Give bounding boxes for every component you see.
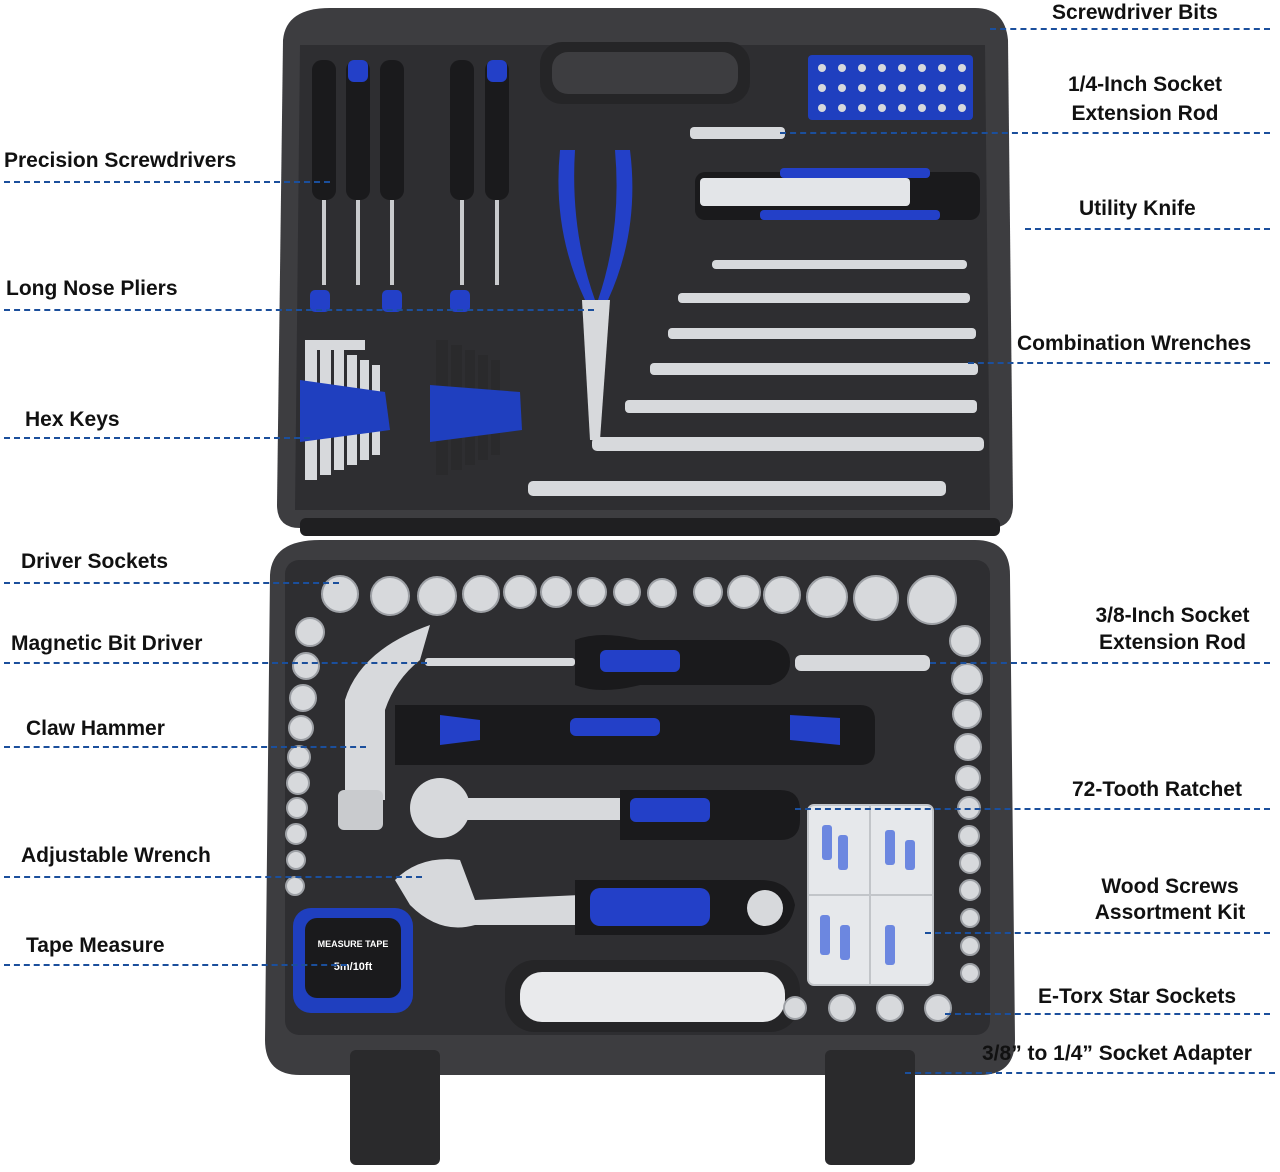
label-screwdriver-bits: Screwdriver Bits [1052, 1, 1218, 24]
wood-screws-kit [807, 804, 934, 986]
driver-sockets-left-column [285, 617, 325, 896]
label-adjustable-wrench: Adjustable Wrench [21, 844, 211, 867]
label-magnetic-bit-driver: Magnetic Bit Driver [11, 632, 203, 655]
leader-utility-knife [1025, 228, 1270, 230]
precision-screwdrivers [310, 60, 509, 312]
leader-tape-measure [4, 964, 347, 966]
ratchet [410, 778, 800, 840]
adjustable-wrench [395, 859, 795, 935]
utility-knife [695, 168, 980, 220]
label-wood-screws-kit-line2: Assortment Kit [1094, 901, 1246, 924]
label-hex-keys: Hex Keys [25, 408, 120, 431]
label-long-nose-pliers: Long Nose Pliers [6, 277, 178, 300]
label-three-eighths-extension-rod-line2: Extension Rod [1098, 631, 1246, 654]
label-quarter-inch-extension-rod-line1: 1/4-Inch Socket [1067, 73, 1223, 96]
quarter-inch-extension-rod [690, 127, 785, 139]
leader-three-eighths-extension-rod [930, 662, 1270, 664]
leader-ratchet [795, 808, 1270, 810]
label-etorx-sockets: E-Torx Star Sockets [1038, 985, 1237, 1008]
label-wood-screws-kit-line1: Wood Screws [1101, 875, 1239, 898]
leader-hex-keys [4, 437, 310, 439]
label-three-eighths-extension-rod-line1: 3/8-Inch Socket [1095, 604, 1250, 627]
screwdriver-bits [808, 55, 973, 120]
socket-adapter [783, 996, 807, 1020]
long-nose-pliers [558, 150, 633, 440]
label-quarter-inch-extension-rod: 1/4-Inch Socket Extension Rod [1050, 72, 1240, 127]
svg-text:MEASURE TAPE: MEASURE TAPE [318, 939, 389, 949]
label-ratchet: 72-Tooth Ratchet [1072, 778, 1242, 801]
etorx-sockets [828, 994, 952, 1022]
claw-hammer [338, 625, 875, 830]
three-eighths-extension-rod [795, 655, 930, 671]
leader-screwdriver-bits [990, 28, 1270, 30]
leader-etorx-sockets [945, 1013, 1270, 1015]
hex-keys [300, 340, 522, 480]
label-tape-measure: Tape Measure [26, 934, 165, 957]
label-wood-screws-kit: Wood Screws Assortment Kit [1075, 874, 1265, 926]
leader-magnetic-bit-driver [4, 662, 427, 664]
tape-measure: MEASURE TAPE 5m/10ft [293, 908, 413, 1013]
magnetic-bit-driver [425, 635, 790, 690]
leader-driver-sockets [4, 582, 339, 584]
leader-precision-screwdrivers [4, 181, 330, 183]
leader-adjustable-wrench [4, 876, 422, 878]
svg-text:5m/10ft: 5m/10ft [334, 961, 373, 973]
leader-combination-wrenches [968, 362, 1270, 364]
driver-sockets-right-column [949, 625, 983, 983]
driver-sockets-top-row [321, 575, 957, 625]
leader-claw-hammer [4, 746, 366, 748]
leader-quarter-inch-extension-rod [780, 132, 1270, 134]
label-three-eighths-extension-rod: 3/8-Inch Socket Extension Rod [1075, 603, 1270, 656]
label-precision-screwdrivers: Precision Screwdrivers [4, 149, 237, 172]
leader-wood-screws-kit [925, 932, 1270, 934]
label-utility-knife: Utility Knife [1079, 197, 1196, 220]
label-driver-sockets: Driver Sockets [21, 550, 169, 573]
leader-socket-adapter [905, 1072, 1275, 1074]
label-socket-adapter: 3/8” to 1/4” Socket Adapter [982, 1042, 1252, 1065]
label-quarter-inch-extension-rod-line2: Extension Rod [1071, 102, 1219, 125]
leader-long-nose-pliers [4, 309, 594, 311]
label-combination-wrenches: Combination Wrenches [1017, 332, 1252, 355]
combination-wrenches [528, 260, 984, 496]
label-claw-hammer: Claw Hammer [26, 717, 165, 740]
